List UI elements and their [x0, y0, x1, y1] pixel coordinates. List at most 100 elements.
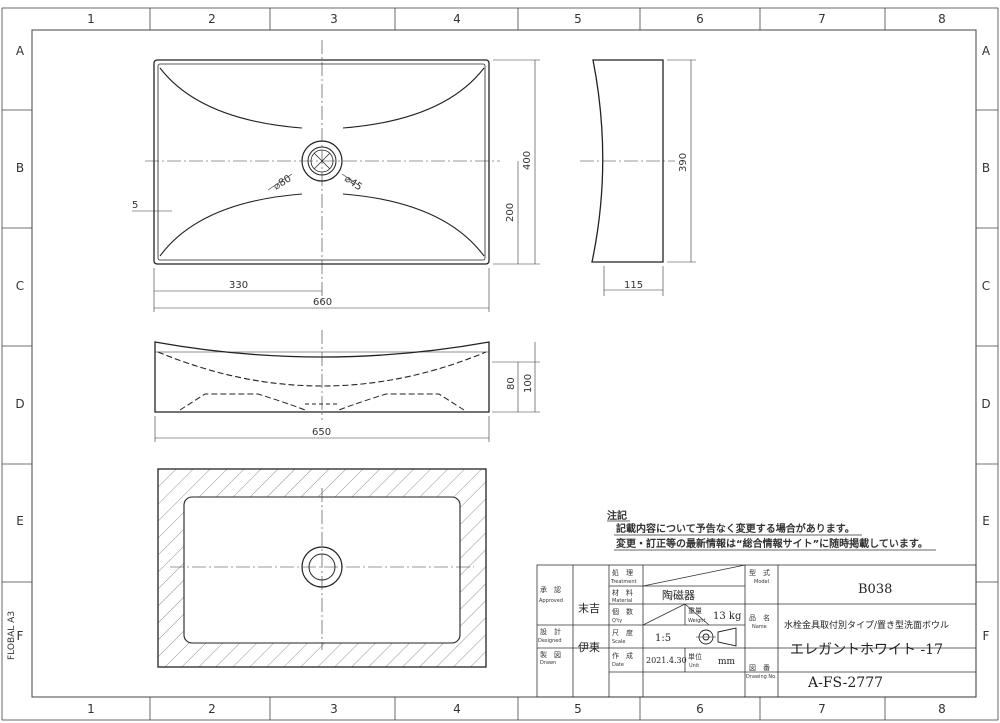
front-dimension-lines [154, 342, 540, 442]
date-en: Date [612, 662, 624, 668]
dim-400: 400 [522, 151, 533, 170]
drawing-value: A-FS-2777 [807, 675, 883, 691]
drawn-label: 製 図 [540, 650, 561, 659]
col-label: 8 [938, 12, 946, 26]
row-label: C [16, 279, 24, 293]
dim-100: 100 [523, 374, 534, 393]
dim-330: 330 [229, 280, 248, 291]
drawn-en: Drawn [540, 660, 556, 666]
row-label: B [982, 161, 990, 175]
weight-label: 重量 [688, 607, 702, 615]
notes: 注記 記載内容について予告なく変更する場合があります。 変更・訂正等の最新情報は… [607, 509, 936, 551]
row-label: F [983, 629, 990, 643]
name-label: 品 名 [749, 613, 770, 622]
model-en: Model [754, 579, 769, 585]
col-label: 2 [208, 702, 216, 716]
dim-390: 390 [678, 153, 689, 172]
title-block-labels: 承 認 Approved 設 計 Designed 製 図 Drawn 末吉 伊… [538, 568, 949, 691]
material-en: Material [612, 598, 632, 604]
notes-title: 注記 [607, 509, 627, 522]
title-block [536, 564, 977, 698]
unit-value: mm [718, 657, 736, 667]
name-line-1: 水栓金具取付別タイプ/置き型洗面ボウル [784, 619, 949, 631]
unit-label: 単位 [688, 652, 702, 661]
approved-name: 末吉 [578, 601, 600, 615]
row-label: D [15, 397, 24, 411]
scale-label: 尺 度 [612, 628, 633, 637]
bottom-view [157, 468, 487, 668]
col-label: 1 [87, 12, 95, 26]
row-label: E [982, 514, 990, 528]
column-ticks [149, 8, 886, 720]
date-label: 作 成 [612, 651, 633, 660]
approved-en: Approved [539, 598, 563, 604]
side-dimension-lines [603, 59, 696, 296]
row-label: A [16, 44, 25, 58]
col-label: 1 [87, 702, 95, 716]
weight-en: Weight [688, 618, 705, 624]
scale-value: 1:5 [655, 633, 671, 644]
name-line-2: エレガントホワイト -17 [790, 642, 943, 658]
scale-en: Scale [612, 639, 625, 645]
date-value: 2021.4.30 [646, 656, 687, 665]
col-label: 3 [330, 12, 338, 26]
qty-en: Q'ty [612, 618, 622, 624]
weight-value: 13 kg [713, 611, 742, 622]
plan-center-lines [145, 40, 500, 300]
dim-115: 115 [624, 280, 643, 291]
side-dimension-labels: 390 115 [624, 153, 689, 291]
bottom-center-lines [170, 488, 474, 650]
dim-45: ⌀45 [342, 173, 364, 193]
front-dimension-labels: 650 80 100 [312, 374, 534, 438]
border-frame [1, 7, 999, 721]
row-label: A [982, 44, 991, 58]
col-label: 6 [696, 12, 704, 26]
dim-80: ⌀80 [272, 173, 294, 192]
dim-660: 660 [313, 297, 332, 308]
plan-dimension-labels: 330 660 400 200 5 ⌀80 ⌀45 [132, 151, 533, 308]
plan-view [153, 59, 490, 265]
dim-80-depth: 80 [506, 377, 517, 390]
plan-dimension-lines [132, 59, 540, 312]
dim-200: 200 [505, 203, 516, 222]
treatment-label: 処 理 [612, 568, 633, 577]
approved-label: 承 認 [540, 585, 561, 594]
col-label: 3 [330, 702, 338, 716]
material-value: 陶磁器 [662, 588, 695, 602]
col-label: 2 [208, 12, 216, 26]
designed-label: 設 計 [540, 627, 561, 636]
treatment-en: Treatment [610, 579, 636, 585]
dim-650: 650 [312, 427, 331, 438]
col-label: 7 [818, 702, 826, 716]
sheet-label: FLOBAL A3 [7, 611, 17, 660]
row-labels: A B C D E F A B C D E F [15, 44, 991, 643]
projection-symbol-icon [696, 627, 737, 647]
col-label: 8 [938, 702, 946, 716]
col-label: 5 [574, 12, 582, 26]
row-label: D [981, 397, 990, 411]
col-label: 4 [453, 702, 461, 716]
side-view [591, 59, 664, 263]
row-label: E [16, 514, 24, 528]
row-label: F [17, 629, 24, 643]
notes-line-1: 記載内容について予告なく変更する場合があります。 [616, 522, 855, 535]
col-label: 4 [453, 12, 461, 26]
col-label: 6 [696, 702, 704, 716]
dim-5: 5 [132, 200, 138, 211]
qty-label: 個 数 [612, 607, 633, 616]
material-label: 材 料 [612, 588, 633, 597]
row-ticks [2, 109, 998, 583]
col-label: 5 [574, 702, 582, 716]
name-en: Name [752, 624, 767, 630]
col-label: 7 [818, 12, 826, 26]
column-labels: 1 2 3 4 5 6 7 8 1 2 3 4 5 6 7 8 [87, 12, 946, 716]
unit-en: Unit [689, 663, 699, 669]
row-label: B [16, 161, 24, 175]
drawn-name: 伊東 [578, 641, 600, 654]
designed-en: Designed [538, 638, 562, 644]
notes-line-2: 変更・訂正等の最新情報は“総合情報サイト”に随時掲載しています。 [616, 537, 928, 550]
model-value: B038 [858, 582, 892, 597]
drawing-en: Drawing No. [746, 674, 777, 680]
row-label: C [982, 279, 990, 293]
